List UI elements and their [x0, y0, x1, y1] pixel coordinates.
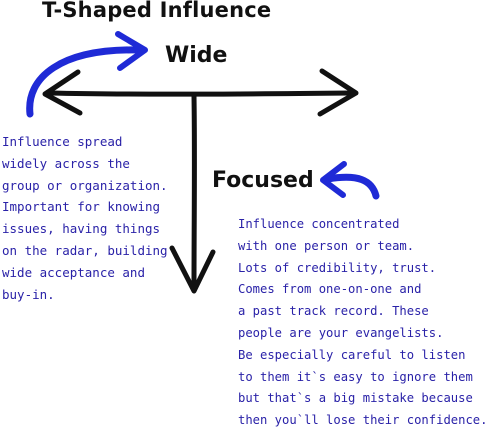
wide-axis-label: Wide [165, 43, 228, 68]
description-line: group or organization. [2, 177, 168, 193]
description-line: then you`ll lose their confidence. [238, 413, 488, 428]
description-line: Be especially careful to listen [238, 347, 466, 362]
description-line: Influence spread [2, 134, 123, 149]
description-line: on the radar, building [2, 242, 168, 258]
description-line: buy-in. [2, 286, 55, 302]
wide-influence-description: Influence spread widely across the group… [2, 131, 168, 305]
description-line: issues, having things [2, 221, 161, 237]
description-line: Comes from one-on-one and [238, 282, 422, 297]
focused-influence-description: Influence concentrated with one person o… [238, 214, 487, 432]
description-line: Important for knowing [2, 199, 161, 215]
description-line: but that`s a big mistake because [238, 391, 473, 406]
focused-pointer-arrow-icon [320, 161, 380, 200]
focused-axis-arrow-icon [169, 93, 216, 294]
description-line: a past track record. These [238, 304, 429, 319]
wide-pointer-arrow-icon [26, 31, 148, 118]
description-line: wide acceptance and [2, 264, 145, 280]
focused-axis-label: Focused [212, 168, 314, 193]
wide-axis-arrow-icon [42, 68, 359, 117]
description-line: Lots of credibility, trust. [238, 260, 437, 275]
diagram-title: T-Shaped Influence [42, 0, 272, 22]
description-line: widely across the [2, 155, 130, 171]
description-line: to them it`s easy to ignore them [238, 369, 473, 384]
description-line: with one person or team. [238, 238, 415, 253]
description-line: people are your evangelists. [238, 325, 444, 340]
description-line: Influence concentrated [238, 217, 400, 231]
